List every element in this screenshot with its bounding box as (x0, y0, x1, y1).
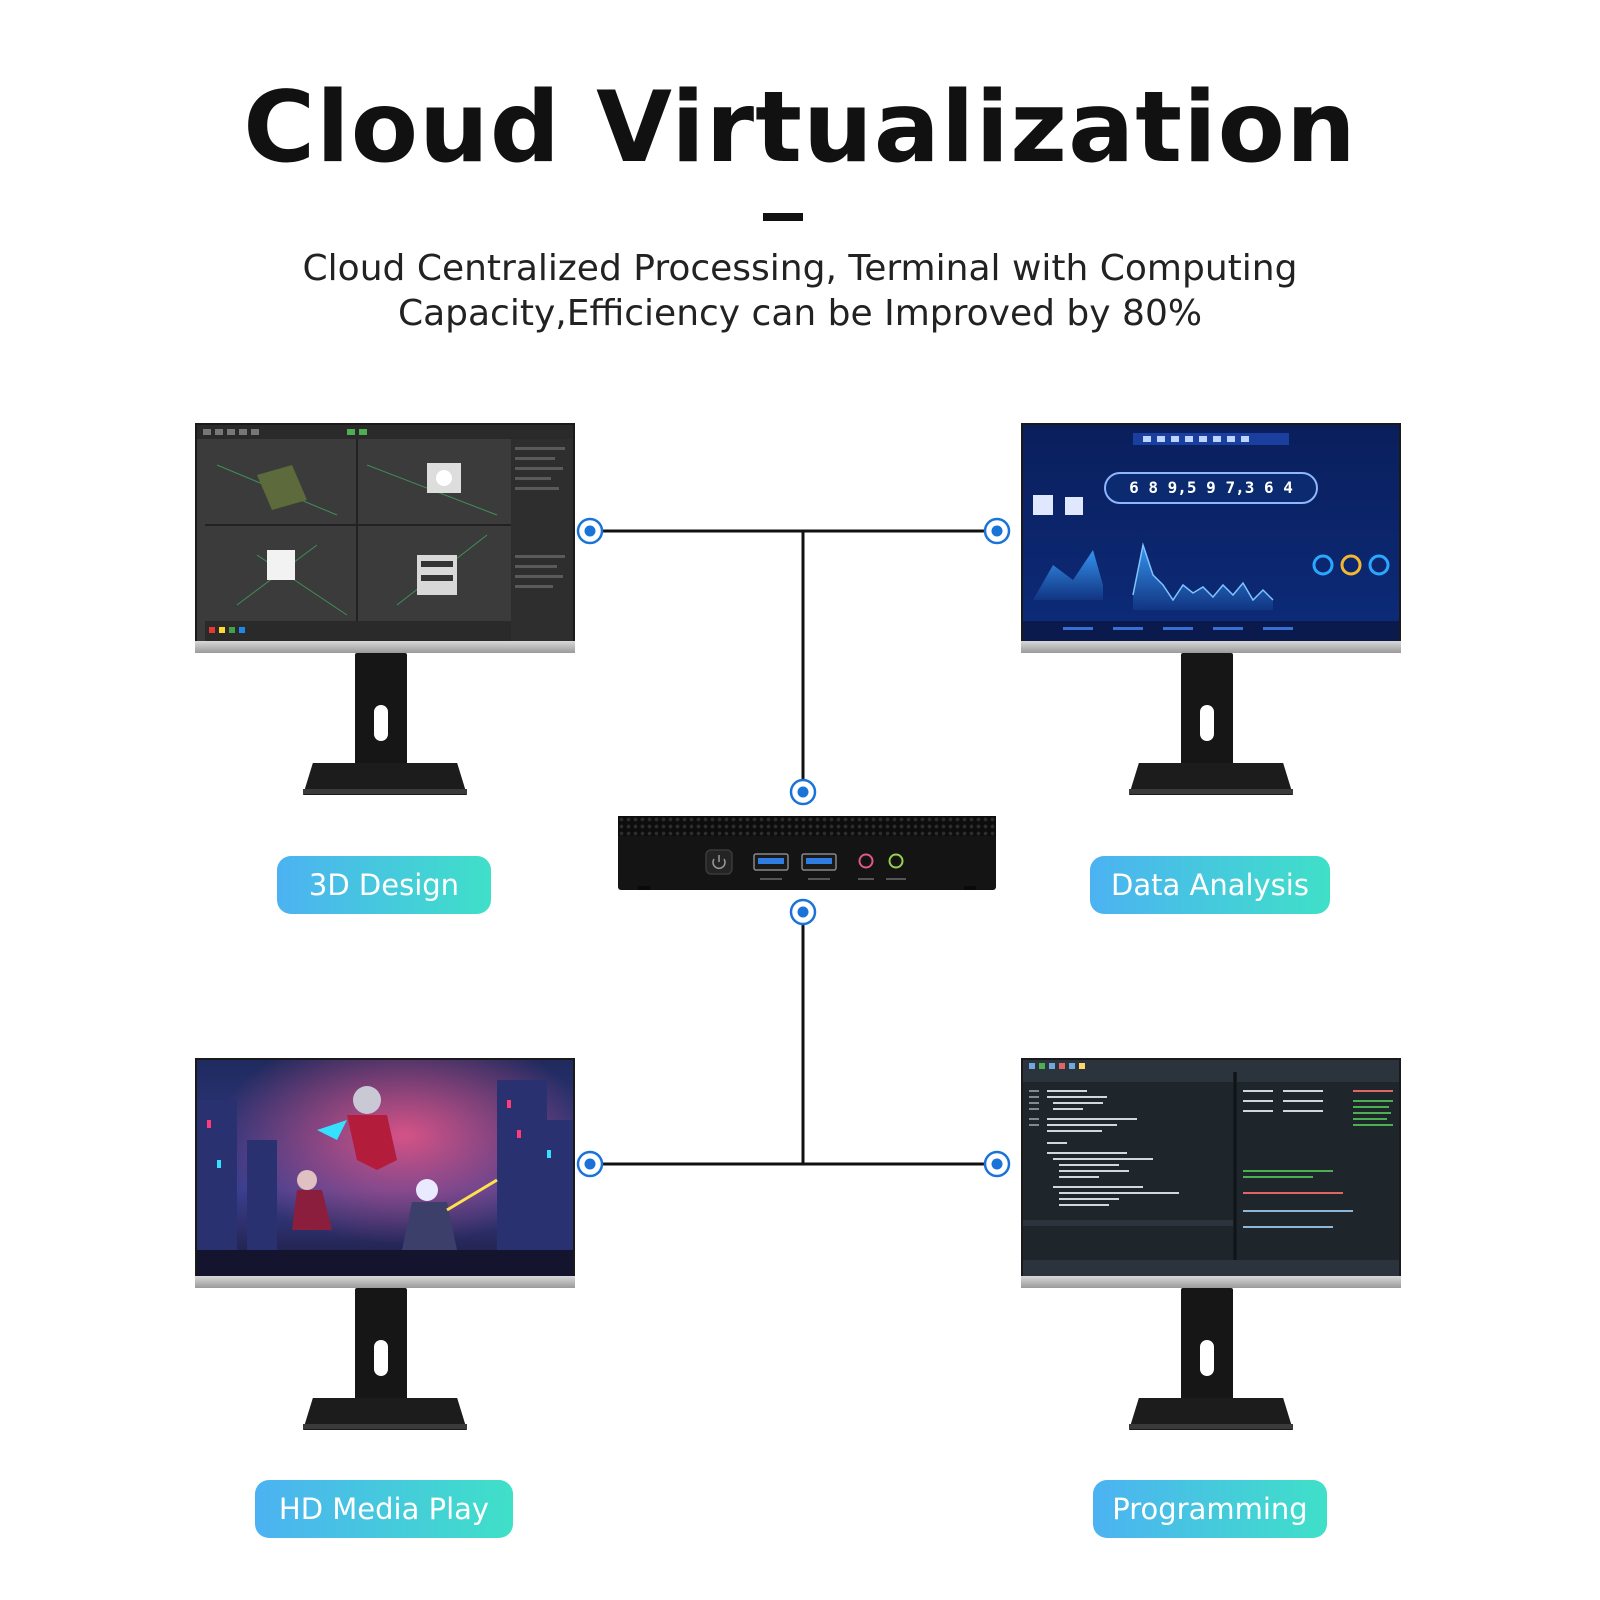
monitor-bezel (1021, 1276, 1401, 1288)
stand-base-edge (303, 789, 467, 794)
media-playback-screen (197, 1060, 573, 1276)
device-vent-grille (618, 816, 996, 836)
label-programming: Programming (1093, 1480, 1327, 1538)
node-bottom-right (983, 1150, 1011, 1178)
monitor-bezel (1021, 641, 1401, 653)
monitor-data-analysis: 6 8 9,5 9 7,3 6 4 (1021, 423, 1401, 803)
label-data-analysis: Data Analysis (1090, 856, 1330, 914)
title-divider (763, 213, 803, 221)
dashboard-counter: 6 8 9,5 9 7,3 6 4 (1129, 478, 1293, 497)
subtitle: Cloud Centralized Processing, Terminal w… (200, 246, 1400, 336)
data-dashboard-screen: 6 8 9,5 9 7,3 6 4 (1023, 425, 1399, 641)
label-3d-design: 3D Design (277, 856, 491, 914)
stand-base-edge (1129, 789, 1293, 794)
mic-in-icon (858, 853, 874, 869)
label-hd-media-play: HD Media Play (255, 1480, 513, 1538)
monitor-hd-media-play (195, 1058, 575, 1438)
subtitle-line-1: Cloud Centralized Processing, Terminal w… (302, 248, 1298, 289)
usb-port-icon (753, 853, 789, 871)
monitor-bezel (195, 641, 575, 653)
power-button-icon (705, 849, 733, 875)
node-bottom-left (576, 1150, 604, 1178)
stand-base-edge (303, 1424, 467, 1429)
subtitle-line-2: Capacity,Efficiency can be Improved by 8… (397, 293, 1203, 334)
line-out-icon (888, 853, 904, 869)
monitor-bezel (195, 1276, 575, 1288)
3d-modeling-app-screen (197, 425, 573, 641)
page-title: Cloud Virtualization (243, 71, 1357, 185)
monitor-programming (1021, 1058, 1401, 1438)
node-top-left (576, 517, 604, 545)
node-top-right (983, 517, 1011, 545)
mini-pc-thin-client (618, 816, 996, 890)
device-front-panel (638, 849, 976, 890)
cable-hole (374, 1340, 388, 1376)
monitor-3d-design (195, 423, 575, 803)
code-editor-screen (1023, 1060, 1399, 1276)
cable-hole (1200, 705, 1214, 741)
usb-port-icon (801, 853, 837, 871)
node-device-bottom (789, 898, 817, 926)
stand-base-edge (1129, 1424, 1293, 1429)
node-device-top (789, 778, 817, 806)
cable-hole (1200, 1340, 1214, 1376)
cable-hole (374, 705, 388, 741)
